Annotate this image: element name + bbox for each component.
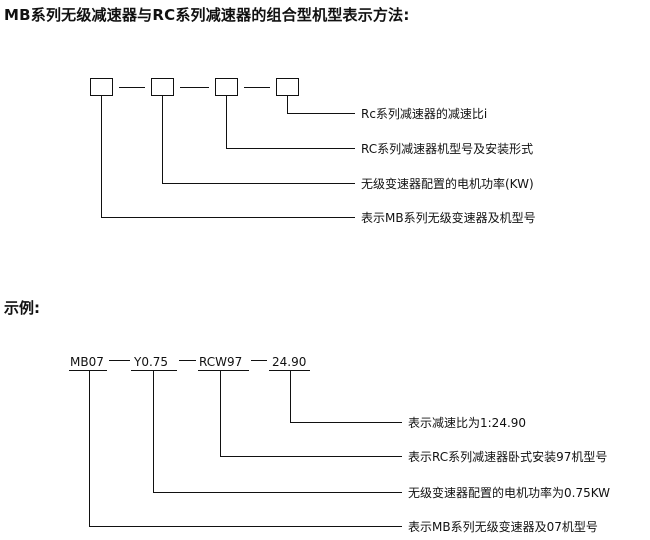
scheme-box-4: [276, 78, 299, 96]
scheme-label-model-mount: RC系列减速器机型号及安装形式: [361, 141, 533, 156]
example-leader-2: [153, 371, 402, 493]
example-code-reducer: RCW97: [199, 355, 242, 369]
scheme-box-2: [151, 78, 174, 96]
example-label-motor-power: 无级变速器配置的电机功率为0.75KW: [408, 485, 610, 500]
example-code-ratio: 24.90: [272, 355, 306, 369]
example-code-motor: Y0.75: [133, 355, 168, 369]
example-code-variator: MB07: [70, 355, 104, 369]
scheme-label-motor-power: 无级变速器配置的电机功率(KW): [361, 176, 534, 191]
scheme-leader-3: [226, 96, 355, 149]
example-label-variator-model: 表示MB系列无级变速器及07机型号: [408, 519, 598, 534]
example-label-model-mount: 表示RC系列减速器卧式安装97机型号: [408, 449, 607, 464]
scheme-box-1: [90, 78, 113, 96]
scheme-label-ratio: Rc系列减速器的减速比i: [361, 106, 487, 121]
example-leader-3: [220, 371, 402, 457]
example-leader-1: [89, 371, 402, 527]
example-label-ratio: 表示减速比为1:24.90: [408, 416, 526, 430]
scheme-leader-1: [101, 96, 355, 218]
page-title: MB系列无级减速器与RC系列减速器的组合型机型表示方法:: [4, 6, 410, 24]
example-leader-4: [290, 371, 402, 423]
scheme-box-3: [215, 78, 238, 96]
scheme-leader-4: [287, 96, 355, 114]
scheme-leader-2: [162, 96, 355, 184]
example-heading: 示例:: [4, 299, 40, 317]
scheme-label-variator-model: 表示MB系列无级变速器及机型号: [361, 210, 536, 225]
